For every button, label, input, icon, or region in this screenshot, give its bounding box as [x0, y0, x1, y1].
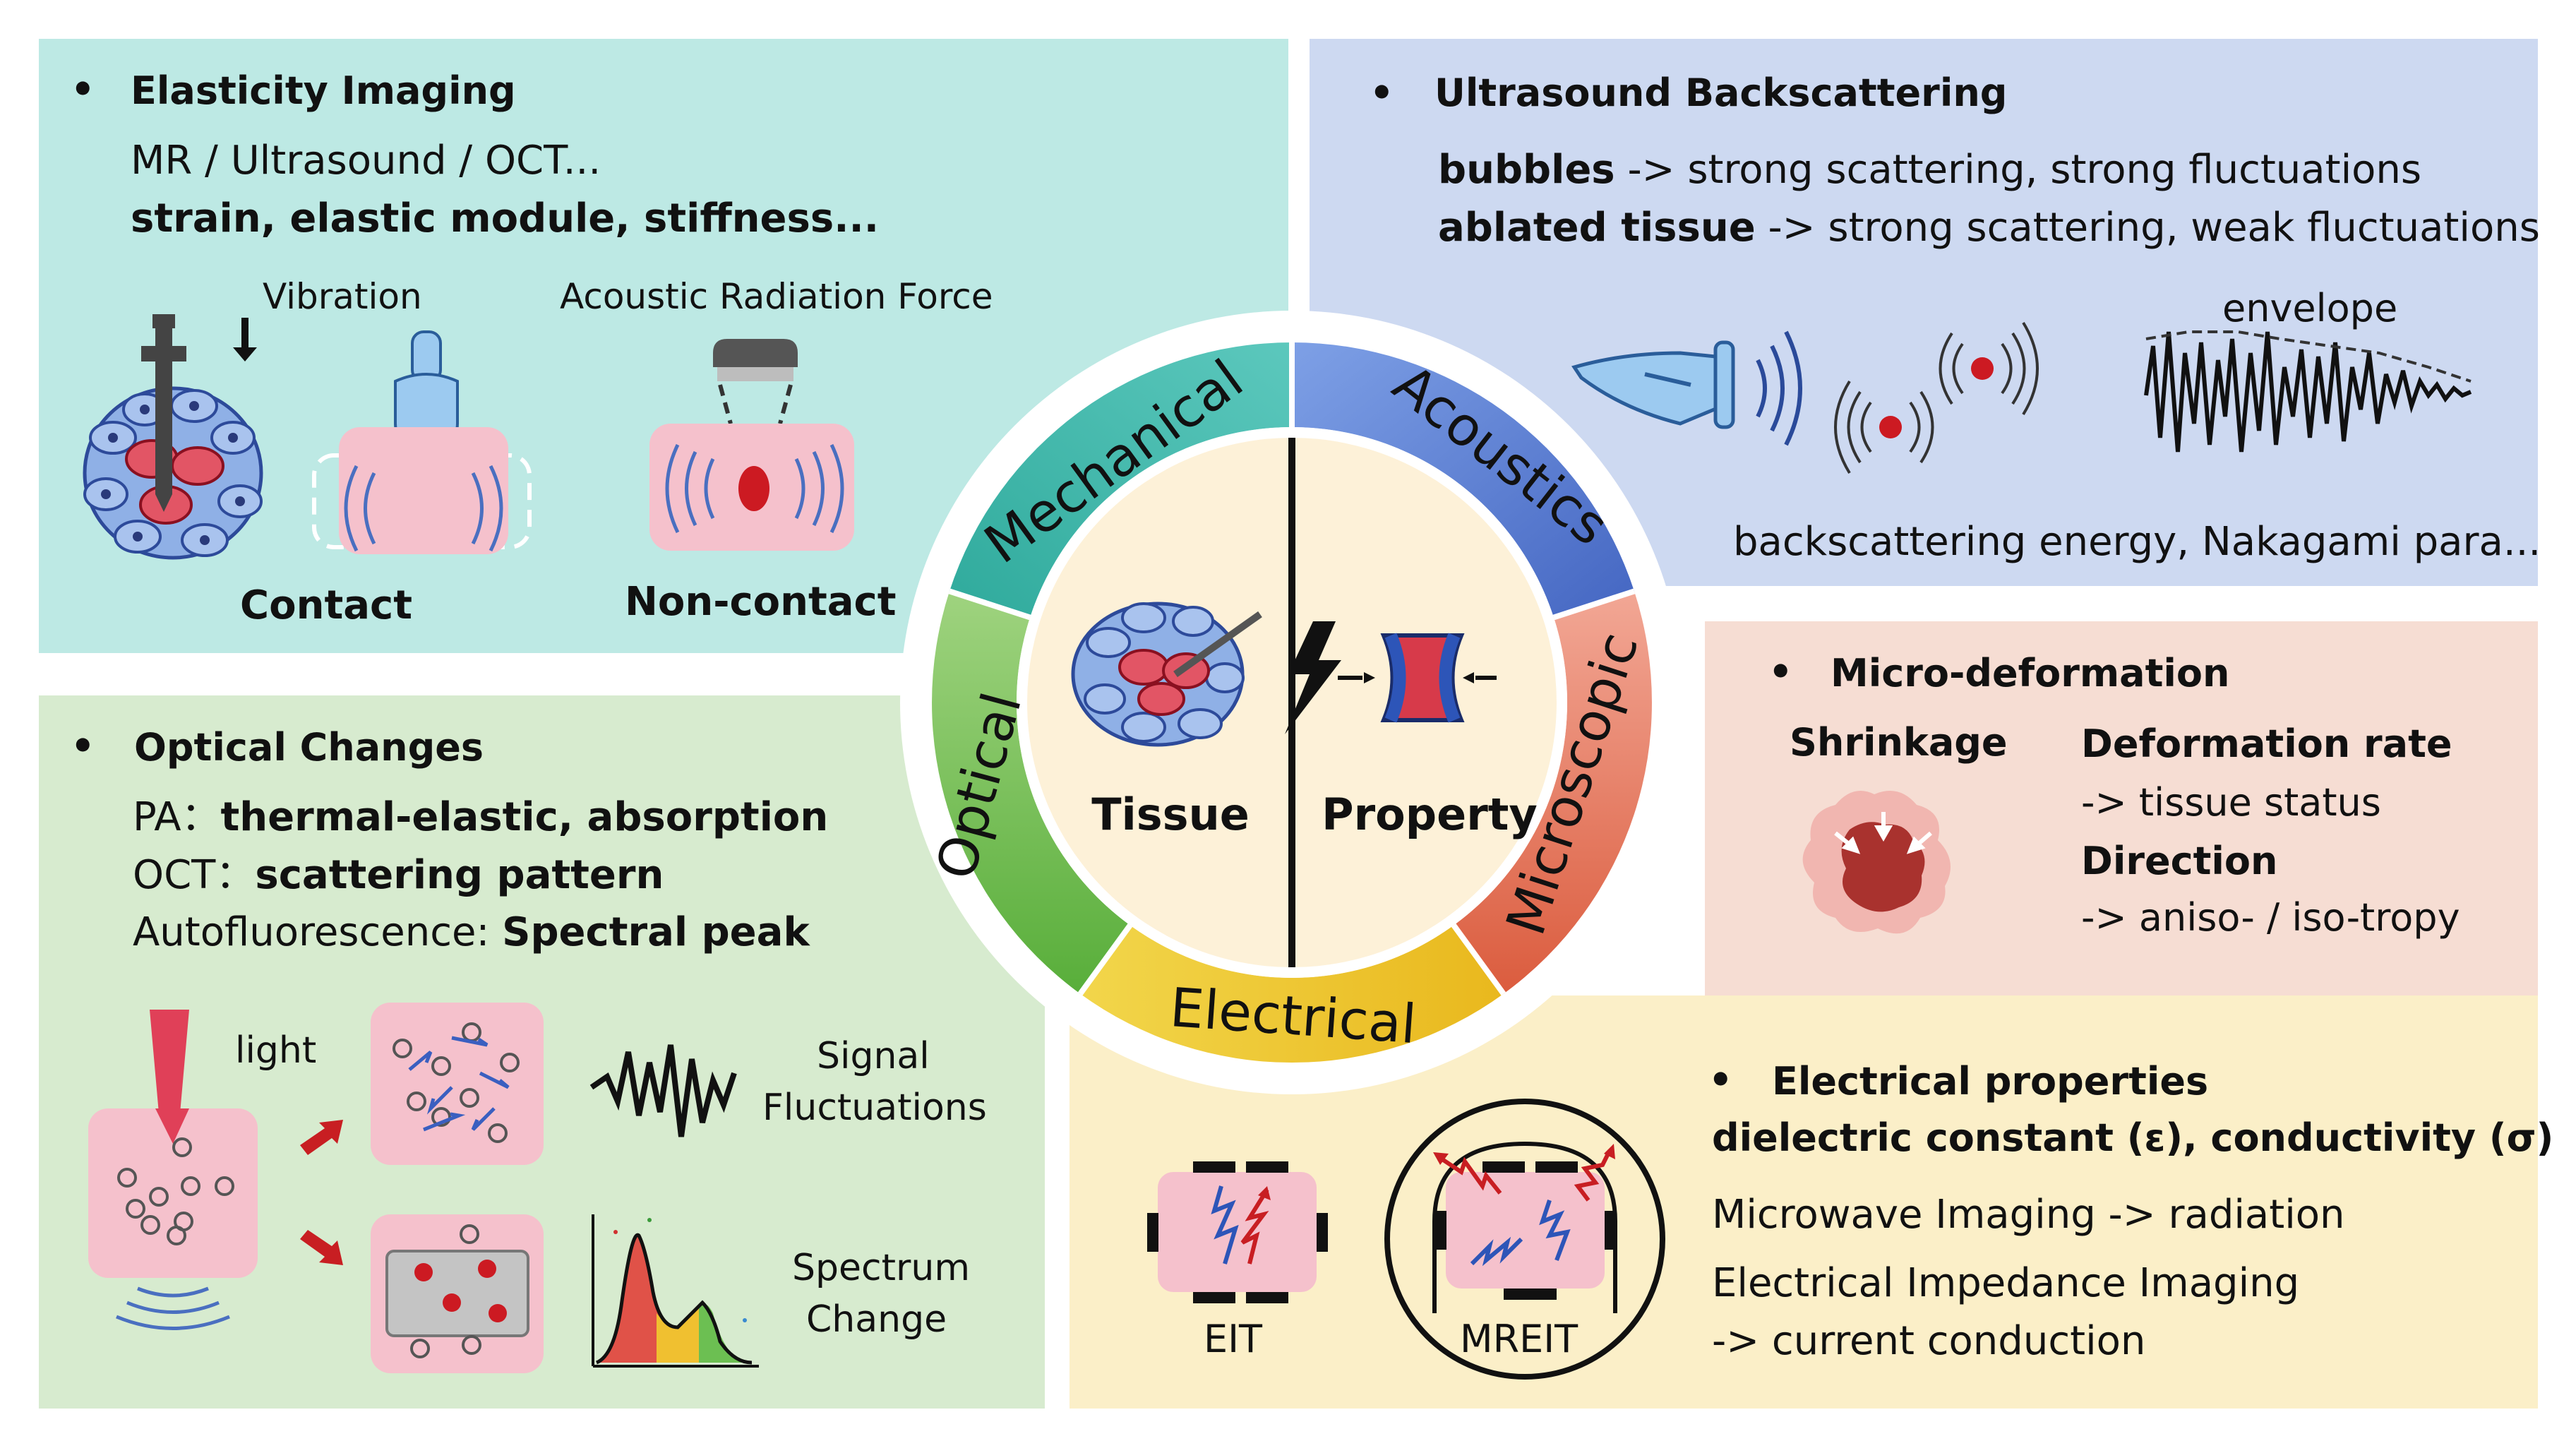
scattering-box [371, 1003, 544, 1165]
deformation-rate-label: Deformation rate [2081, 722, 2452, 766]
emitted-waves-icon [1756, 330, 1802, 446]
wheel-tissue-icon [1071, 602, 1262, 747]
elasticity-title: Elasticity Imaging [131, 68, 516, 113]
eit-device-icon [1147, 1161, 1328, 1303]
optical-title: Optical Changes [134, 725, 484, 770]
down-arrow-icon [233, 318, 257, 361]
optical-oct-line: OCT：scattering pattern [133, 856, 664, 895]
pa-label: PA： [133, 794, 221, 840]
vibration-probe-icon [141, 314, 186, 512]
light-label: light [235, 1029, 317, 1072]
contact-tissue-block [312, 427, 532, 554]
absorption-box [371, 1214, 544, 1373]
mreit-device-icon [1384, 1099, 1665, 1380]
electrical-subtitle: dielectric constant (ε), conductivity (σ… [1712, 1116, 2554, 1160]
direction-desc: -> aniso- / iso-tropy [2081, 895, 2460, 940]
ring-segment-acoustics [1292, 342, 1634, 618]
ablated-desc: -> strong scattering, weak fluctuations [1755, 205, 2540, 251]
wheel-property-label: Property [1322, 789, 1538, 840]
eii-line-1: Electrical Impedance Imaging [1712, 1260, 2300, 1306]
acoustic-bullet: • [1370, 71, 1394, 115]
shrinking-tissue-icon [1802, 791, 1951, 934]
central-wheel: Mechanical Acoustics Microscopic Electri… [900, 311, 1684, 1094]
optical-bullet: • [71, 724, 95, 768]
vibration-label: Vibration [263, 276, 422, 317]
micro-bullet: • [1768, 650, 1793, 694]
micro-title: Micro-deformation [1831, 651, 2230, 695]
envelope-label: envelope [2222, 286, 2398, 330]
elasticity-illustrations [83, 314, 854, 560]
ablated-term: ablated tissue [1438, 205, 1756, 251]
sample-block [88, 1108, 258, 1330]
wheel-lightning-icon [1285, 621, 1375, 734]
electrical-bullet: • [1708, 1058, 1733, 1102]
acoustic-line-ablated: ablated tissue -> strong scattering, wea… [1438, 208, 2540, 248]
elasticity-parameters: strain, elastic module, stiffness... [131, 196, 880, 241]
microwave-line: Microwave Imaging -> radiation [1712, 1192, 2345, 1238]
spectrum-label-2: Change [806, 1298, 947, 1341]
acoustic-line-bubbles: bubbles -> strong scattering, strong flu… [1438, 150, 2421, 190]
oct-value: scattering pattern [255, 852, 664, 898]
acoustic-title: Ultrasound Backscattering [1434, 71, 2008, 115]
bubbles-term: bubbles [1438, 147, 1615, 193]
af-value: Spectral peak [502, 909, 810, 955]
shrinkage-illustration [1802, 791, 1951, 934]
handheld-probe-icon [1571, 340, 1735, 429]
direction-label: Direction [2081, 839, 2278, 883]
arf-transducer-icon [713, 339, 798, 424]
af-label: Autofluorescence: [133, 909, 503, 955]
signal-fluctuation-icon [589, 1044, 737, 1137]
signal-label-2: Fluctuations [762, 1087, 987, 1129]
spectrum-chart-icon [592, 1214, 759, 1368]
ring-segment-electrical [1080, 925, 1504, 1063]
noncontact-label: Non-contact [625, 579, 897, 625]
red-arrow-icons [300, 1120, 343, 1265]
noncontact-tissue-block [649, 424, 854, 551]
elasticity-bullet: • [71, 67, 95, 112]
deformation-rate-desc: -> tissue status [2081, 780, 2381, 825]
pa-value: thermal-elastic, absorption [220, 794, 829, 840]
mreit-label: MREIT [1460, 1317, 1578, 1361]
ultrasound-probe-icon [394, 330, 459, 439]
ring-segment-optical [932, 591, 1130, 994]
shrinkage-label: Shrinkage [1790, 720, 2008, 765]
eii-line-2: -> current conduction [1712, 1318, 2146, 1364]
arf-label: Acoustic Radiation Force [560, 276, 993, 317]
laser-beam-icon [150, 1010, 189, 1193]
optical-illustrations [88, 1003, 759, 1373]
acoustic-emission-icon [116, 1286, 230, 1330]
optical-pa-line: PA：thermal-elastic, absorption [133, 798, 828, 837]
wheel-tissue-label: Tissue [1091, 789, 1250, 840]
oct-label: OCT： [133, 852, 256, 898]
elasticity-modalities: MR / Ultrasound / OCT... [131, 138, 601, 184]
bubble-scatter-icon [1834, 321, 2039, 474]
wheel-compression-icon [1380, 633, 1497, 723]
bubbles-desc: -> strong scattering, strong fluctuation… [1615, 147, 2422, 193]
envelope-signal-icon [2144, 330, 2472, 453]
optical-af-line: Autofluorescence: Spectral peak [133, 913, 810, 952]
acoustic-footer: backscattering energy, Nakagami para... [1733, 519, 2541, 565]
electrical-title: Electrical properties [1772, 1059, 2209, 1104]
ring-segment-microscopic [1454, 591, 1652, 994]
acoustic-illustrations [1571, 321, 2472, 474]
eit-label: EIT [1204, 1317, 1263, 1361]
signal-label-1: Signal [817, 1035, 930, 1077]
contact-label: Contact [240, 582, 412, 628]
spectrum-label-1: Spectrum [792, 1247, 970, 1289]
ring-segment-mechanical [949, 342, 1292, 618]
